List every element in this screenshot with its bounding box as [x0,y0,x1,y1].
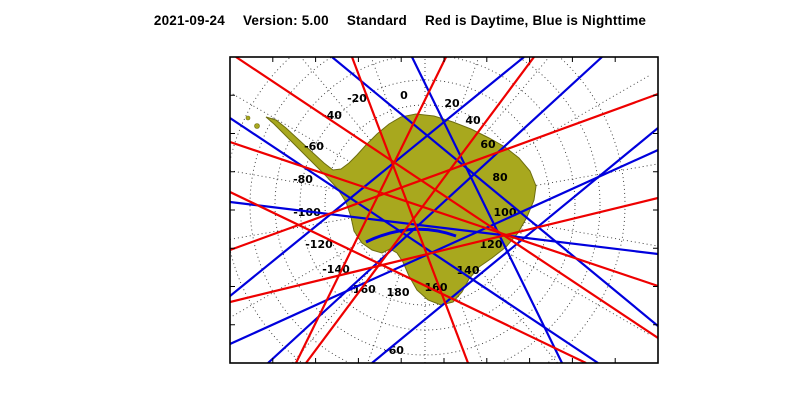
latitude-label: -60 [384,344,404,357]
longitude-label: -80 [293,173,313,186]
plot-title: 2021-09-24 Version: 5.00 Standard Red is… [0,13,800,28]
daytime-tracks [230,57,658,363]
nighttime-track [331,57,658,327]
title-date: 2021-09-24 [153,13,225,28]
daytime-track [305,57,535,363]
title-version: Version: 5.00 [242,13,329,28]
plot-frame [229,56,659,364]
longitude-label: 160 [425,281,448,294]
nighttime-track [411,57,563,363]
daytime-track [295,57,447,363]
longitude-label: 80 [492,171,508,184]
nighttime-track [230,57,525,297]
longitude-label: -100 [293,206,321,219]
nighttime-tracks [230,57,658,363]
longitude-label: 0 [400,89,408,102]
island [254,123,260,129]
longitude-label: 180 [387,286,410,299]
daytime-track [230,92,658,252]
nighttime-track-arc [365,227,457,244]
nighttime-track [371,127,658,363]
daytime-track [230,191,587,363]
longitude-label: -60 [304,140,324,153]
daytime-track [230,140,658,288]
nighttime-track [230,200,658,256]
island [245,115,251,121]
daytime-track [230,196,658,304]
longitude-label: -20 [347,92,367,105]
longitude-label: 60 [480,138,496,151]
title-mode: Standard [346,13,407,28]
nighttime-track [230,148,658,346]
title-legend: Red is Daytime, Blue is Nighttime [424,13,647,28]
daytime-track [235,57,658,339]
longitude-label: 40 [465,114,481,127]
longitude-label: 20 [444,97,460,110]
longitude-label: 120 [480,238,503,251]
daytime-track [350,57,470,363]
nighttime-track [230,117,599,363]
longitude-label: -120 [305,238,333,251]
